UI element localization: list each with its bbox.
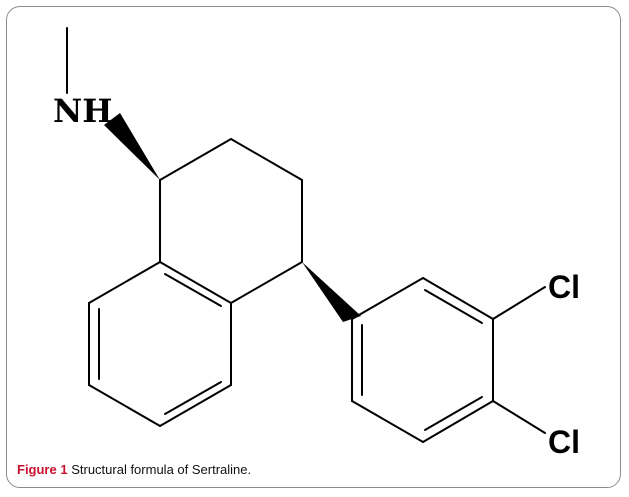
wedge-bond-c4-aryl bbox=[302, 262, 361, 322]
atom-label-cl-upper: Cl bbox=[548, 269, 580, 305]
caption-period: . bbox=[247, 462, 252, 477]
atom-label-cl-lower: Cl bbox=[548, 424, 580, 460]
bond-c8-c8a bbox=[88, 261, 161, 304]
bond-c5-c6 bbox=[159, 384, 232, 427]
bond-p2-p3-inner bbox=[424, 289, 483, 324]
figure-caption-text: Structural formula of Sertraline bbox=[71, 462, 248, 477]
bond-p1-p2 bbox=[351, 277, 424, 320]
atom-label-nh: NH bbox=[53, 92, 112, 130]
bond-c5-c6-inner bbox=[164, 381, 222, 415]
bond-c8a-c4a-inner bbox=[164, 273, 222, 307]
bond-p5-p6 bbox=[351, 400, 424, 443]
figure-frame bbox=[6, 6, 621, 488]
bond-c4-c4a bbox=[230, 261, 303, 304]
bond-p3-cl bbox=[492, 286, 546, 320]
bond-c6-c7 bbox=[88, 384, 161, 427]
bond-c2-c3 bbox=[230, 138, 303, 181]
bond-p4-p5-inner bbox=[424, 396, 483, 431]
wedge-bond-c1-n bbox=[104, 113, 160, 180]
bond-c1-c2 bbox=[159, 138, 232, 181]
bond-p4-cl bbox=[492, 400, 546, 434]
figure-label: Figure 1 bbox=[17, 462, 68, 477]
bond-p4-p5 bbox=[422, 400, 494, 443]
bond-p2-p3 bbox=[422, 277, 494, 320]
figure-caption: Figure 1 Structural formula of Sertralin… bbox=[17, 462, 251, 477]
bond-c8a-c4a bbox=[159, 261, 232, 304]
